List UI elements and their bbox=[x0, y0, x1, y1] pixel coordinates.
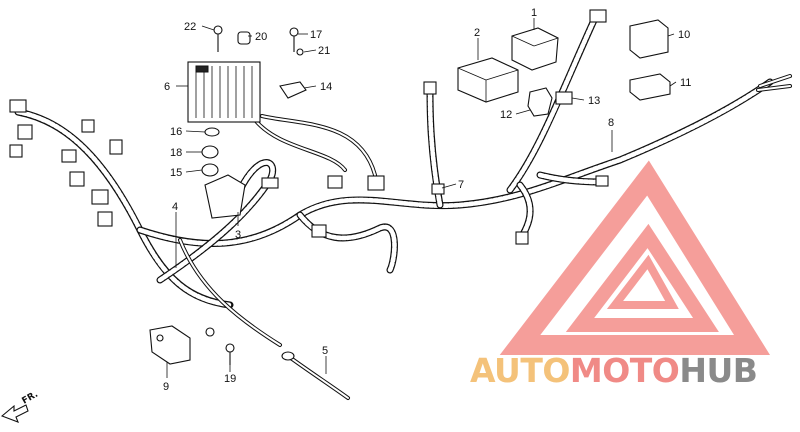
callout-16: 16 bbox=[170, 126, 182, 138]
part-2-box bbox=[457, 57, 519, 103]
callout-10: 10 bbox=[678, 29, 690, 41]
front-direction-arrow: FR. bbox=[0, 390, 40, 423]
callout-6: 6 bbox=[164, 81, 170, 93]
part-5-tube bbox=[281, 351, 350, 400]
callout-8: 8 bbox=[608, 117, 614, 129]
part-19-bolt bbox=[205, 327, 235, 365]
part-13 bbox=[555, 91, 573, 105]
callout-18: 18 bbox=[170, 147, 182, 159]
callout-15: 15 bbox=[170, 167, 182, 179]
callout-4: 4 bbox=[172, 201, 178, 213]
callout-5: 5 bbox=[322, 345, 328, 357]
part-9-bracket bbox=[149, 325, 191, 365]
part-12 bbox=[527, 87, 553, 117]
callout-14: 14 bbox=[320, 81, 332, 93]
callout-21: 21 bbox=[318, 45, 330, 57]
callout-12: 12 bbox=[500, 109, 512, 121]
watermark-part-hub: HUB bbox=[679, 351, 757, 390]
right-end-connectors bbox=[423, 9, 792, 245]
watermark-auto: AUTOMOTOHUB bbox=[470, 351, 757, 390]
callout-9: 9 bbox=[163, 381, 169, 393]
watermark-part-auto: AUTO bbox=[470, 351, 570, 390]
watermark-wordmark: AUTOMOTOHUB bbox=[470, 351, 758, 390]
direction-label: FR. bbox=[21, 390, 40, 407]
regulator-wires bbox=[178, 114, 377, 347]
callout-17: 17 bbox=[310, 29, 322, 41]
part-11 bbox=[629, 73, 671, 101]
callout-11: 11 bbox=[680, 77, 691, 89]
callout-labels: 1 2 3 4 5 6 7 8 9 10 11 12 13 14 15 16 1… bbox=[163, 7, 691, 393]
leader-lines bbox=[166, 18, 677, 378]
callout-7: 7 bbox=[458, 179, 464, 191]
left-connectors bbox=[9, 99, 123, 227]
callout-13: 13 bbox=[588, 95, 600, 107]
regulator-rectifier bbox=[187, 61, 261, 123]
part-3 bbox=[204, 174, 385, 238]
small-hardware bbox=[201, 25, 307, 177]
callout-20: 20 bbox=[255, 31, 267, 43]
callout-3: 3 bbox=[235, 229, 241, 241]
watermark-logo bbox=[499, 160, 771, 355]
watermark-part-moto: MOTO bbox=[570, 351, 679, 390]
part-1-box bbox=[511, 27, 559, 71]
callout-19: 19 bbox=[224, 373, 236, 385]
callout-1: 1 bbox=[531, 7, 537, 19]
callout-2: 2 bbox=[474, 27, 480, 39]
callout-22: 22 bbox=[184, 21, 196, 33]
part-10 bbox=[629, 19, 669, 59]
